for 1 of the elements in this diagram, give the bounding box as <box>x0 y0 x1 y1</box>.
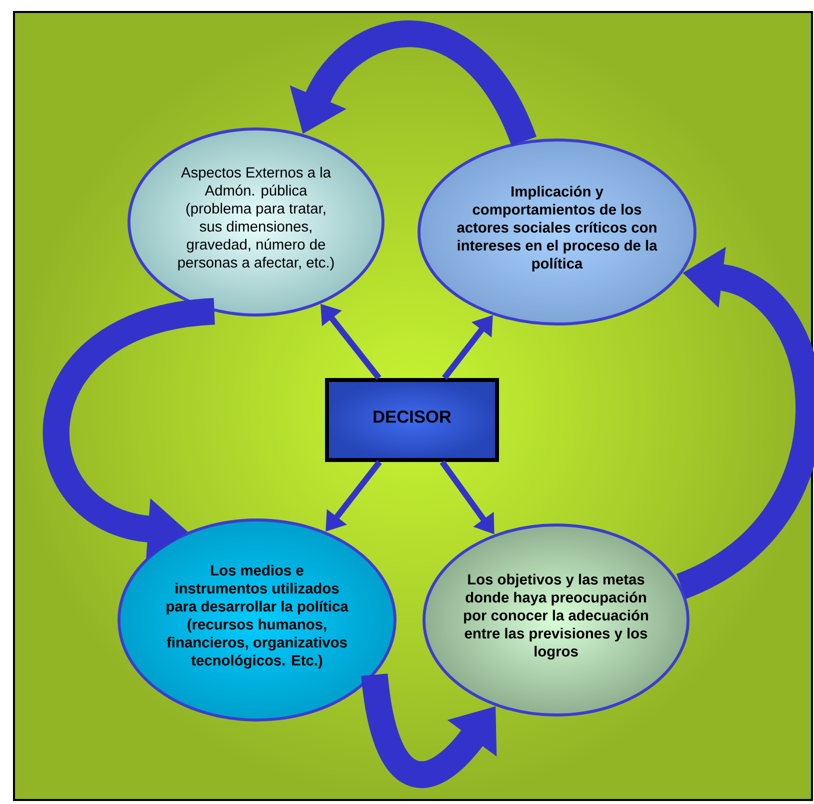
decision-box: DECISOR <box>325 378 499 462</box>
